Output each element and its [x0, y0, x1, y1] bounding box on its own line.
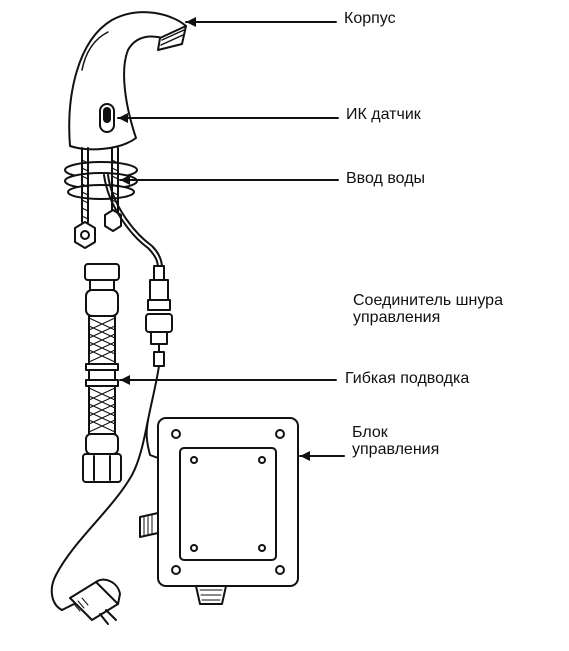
control-cable-lower: [50, 365, 160, 611]
ir-sensor-window: [99, 103, 115, 133]
cable-connector: [145, 265, 173, 367]
power-plug: [61, 578, 121, 625]
label-water-inlet: Ввод воды: [346, 170, 426, 187]
label-body: Корпус: [344, 10, 396, 27]
label-connector-line1: Соединитель шнура: [353, 292, 503, 309]
label-control-box-line2: управления: [352, 441, 440, 458]
faucet-body: [68, 11, 187, 151]
mounting-hardware: [64, 147, 138, 249]
label-connector-line2: управления: [353, 309, 441, 326]
control-cable-upper: [103, 174, 163, 269]
label-flex-hose: Гибкая подводка: [345, 370, 470, 387]
label-control-box-line1: Блок: [352, 424, 388, 441]
control-box: [139, 417, 299, 605]
flexible-hose: [82, 263, 122, 483]
label-ir-sensor: ИК датчик: [346, 106, 421, 123]
leader-lines: [117, 17, 345, 461]
